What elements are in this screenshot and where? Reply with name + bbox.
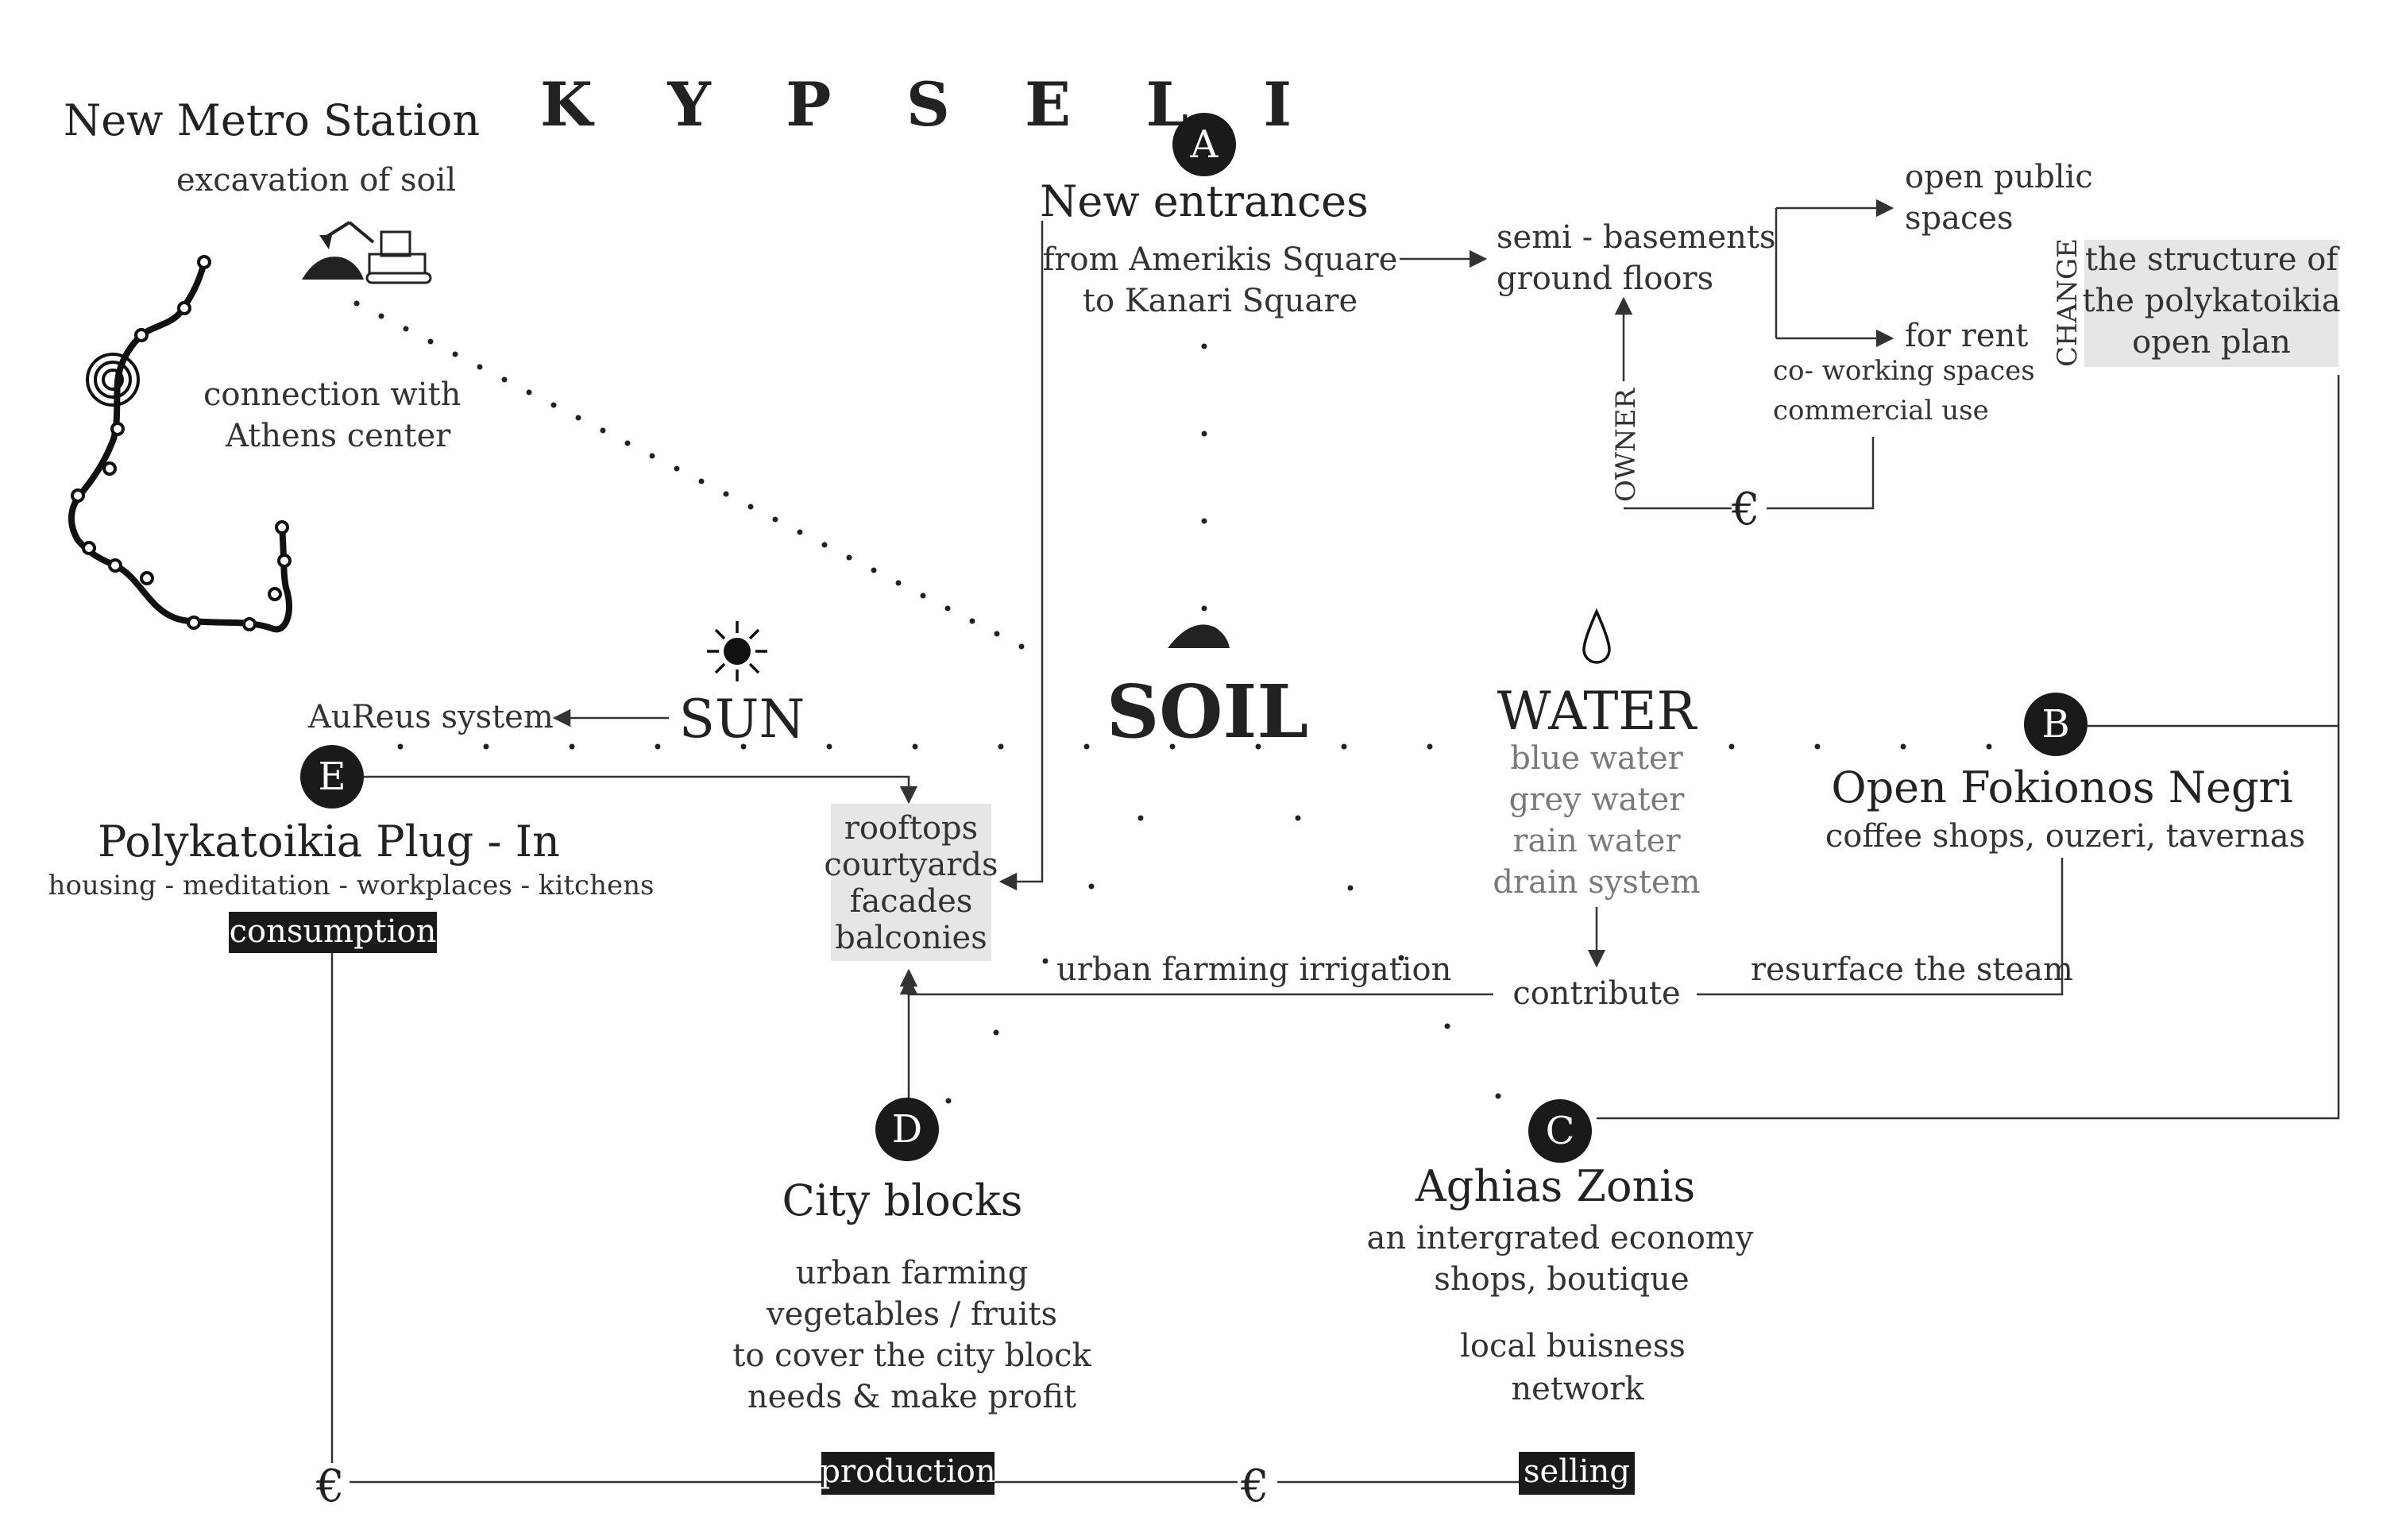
metro-connection-line1: connection with [203, 376, 461, 413]
soil-mound-icon [1168, 624, 1230, 648]
water-label: WATER [1497, 681, 1698, 742]
water-item-2: grey water [1509, 782, 1686, 818]
open-public-line1: open public [1905, 159, 2093, 195]
dotted-line-metro-soil [353, 300, 1025, 650]
irrigation-label: urban farming irrigation [1056, 951, 1451, 988]
node-c-line4: network [1511, 1371, 1644, 1407]
metro-line-icon [68, 255, 292, 633]
coworking-label: co- working spaces [1773, 355, 2035, 387]
sun-icon [707, 621, 767, 681]
node-c-line1: an intergrated economy [1367, 1220, 1754, 1256]
arrow-e-to-rooftops [364, 775, 918, 805]
consumption-tag [229, 912, 437, 953]
arrow-a-to-rooftops [998, 221, 1044, 891]
structure-line3: open plan [2132, 324, 2291, 361]
for-rent-label: for rent [1905, 318, 2028, 354]
water-item-4: drain system [1493, 864, 1700, 901]
metro-connection-line2: Athens center [225, 418, 451, 454]
structure-line1: the structure of [2085, 241, 2341, 278]
rooftops-line3: facades [850, 883, 973, 920]
node-a-badge [1172, 113, 1236, 176]
metro-excavation: excavation of soil [176, 162, 456, 199]
dotted-line-a-soil [1201, 343, 1207, 612]
excavator-icon [302, 221, 432, 284]
open-public-line2: spaces [1905, 200, 2014, 237]
node-d-line1: urban farming [796, 1255, 1029, 1291]
owner-label: OWNER [1610, 388, 1642, 502]
node-c-line2: shops, boutique [1434, 1261, 1689, 1298]
contribute-label: contribute [1512, 975, 1680, 1012]
node-d-badge [875, 1098, 939, 1161]
rooftops-line4: balconies [835, 920, 987, 956]
node-d-letter: D [892, 1107, 922, 1152]
node-b-badge [2024, 693, 2088, 756]
node-d-title: City blocks [782, 1175, 1023, 1225]
node-e-letter: E [318, 755, 346, 799]
node-d-line4: needs & make profit [747, 1379, 1076, 1415]
resurface-label: resurface the steam [1751, 951, 2073, 988]
node-a-line1: from Amerikis Square [1043, 241, 1398, 278]
selling-tag [1519, 1452, 1635, 1495]
node-a-line2: to Kanari Square [1083, 283, 1358, 319]
node-d-line2: vegetables / fruits [766, 1296, 1057, 1333]
consumption-label: consumption [230, 913, 437, 950]
rooftops-line1: rooftops [844, 810, 978, 847]
node-b-subtitle: coffee shops, ouzeri, tavernas [1825, 818, 2305, 855]
node-a-letter: A [1190, 122, 1219, 167]
metro-title: New Metro Station [64, 95, 480, 145]
sun-label: SUN [679, 689, 805, 750]
node-a-title: New entrances [1040, 176, 1369, 226]
dotted-line-horizontal [397, 743, 1992, 750]
water-drop-icon [1582, 608, 1611, 664]
euro-commercial-line [1767, 437, 1875, 510]
rooftops-line2: courtyards [824, 847, 998, 883]
basements-line1: semi - basements [1497, 219, 1775, 256]
selling-euro: € [1240, 1461, 1269, 1512]
node-e-subtitle: housing - meditation - workplaces - kitc… [48, 870, 655, 901]
production-tag [821, 1452, 995, 1495]
dotted-lines-soil-radial [945, 815, 1501, 1104]
line-contribute-to-b [1697, 858, 2064, 996]
water-item-3: rain water [1512, 823, 1681, 859]
consumption-euro: € [315, 1461, 345, 1512]
node-b-title: Open Fokionos Negri [1831, 762, 2292, 812]
node-b-letter: B [2041, 702, 2069, 747]
basements-line2: ground floors [1497, 261, 1713, 297]
aureus-label: AuReus system [307, 699, 554, 735]
soil-label: SOIL [1107, 669, 1308, 755]
node-c-title: Aghias Zonis [1415, 1161, 1695, 1211]
node-e-title: Polykatoikia Plug - In [98, 816, 560, 866]
node-c-badge [1528, 1099, 1592, 1163]
commercial-label: commercial use [1773, 395, 1989, 426]
rooftops-box [831, 804, 991, 961]
change-label: CHANGE [2052, 238, 2084, 367]
node-e-badge [300, 745, 364, 809]
node-c-letter: C [1546, 1109, 1575, 1153]
connector-structure-b-c [1597, 375, 2340, 1120]
structure-line2: the polykatoikia [2082, 283, 2340, 319]
owner-euro: € [1731, 484, 1760, 535]
selling-label: selling [1524, 1453, 1630, 1490]
page-title: K Y P S E L I [540, 69, 1319, 140]
structure-box [2084, 240, 2339, 367]
node-c-line3: local buisness [1460, 1328, 1686, 1364]
water-item-1: blue water [1510, 740, 1683, 777]
production-label: production [820, 1453, 995, 1490]
node-d-line3: to cover the city block [732, 1337, 1091, 1374]
